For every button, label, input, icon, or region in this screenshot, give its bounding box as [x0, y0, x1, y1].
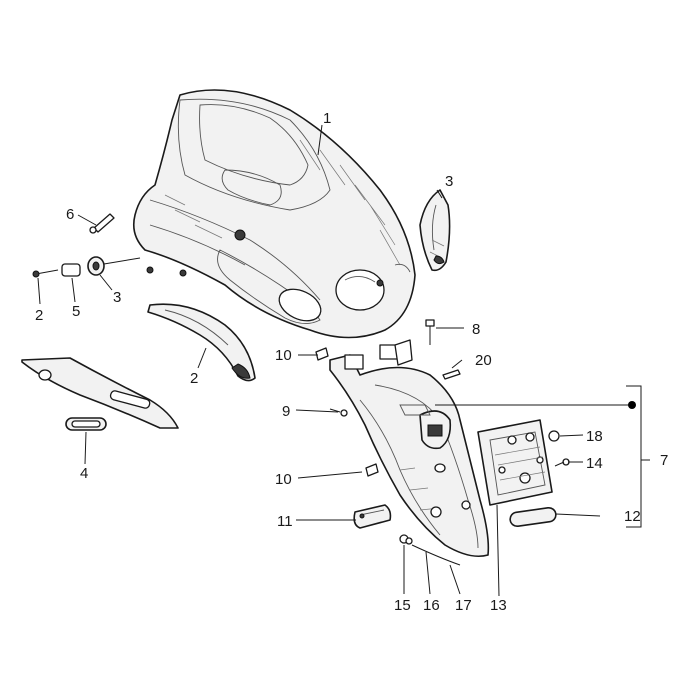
callout-14: 14 — [586, 455, 603, 472]
callout-13: 13 — [490, 597, 507, 614]
callout-6: 6 — [66, 206, 74, 223]
callout-18: 18 — [586, 428, 603, 445]
callout-4: 4 — [80, 465, 88, 482]
callout-20: 20 — [475, 352, 492, 369]
callout-1: 1 — [323, 110, 331, 127]
part-fasteners — [315, 319, 461, 545]
callout-9: 9 — [282, 403, 290, 420]
callout-16: 16 — [423, 597, 440, 614]
callout-8: 8 — [472, 321, 480, 338]
callout-11: 11 — [277, 513, 293, 530]
callout-3-left: 3 — [113, 289, 121, 306]
callout-10-top: 10 — [275, 347, 292, 364]
part-clip — [89, 213, 115, 234]
part-front-fairing — [132, 89, 416, 339]
callout-2-left: 2 — [35, 307, 43, 324]
callout-7: 7 — [660, 452, 668, 469]
callout-15: 15 — [394, 597, 411, 614]
part-lower-trim — [147, 303, 256, 382]
callout-17: 17 — [455, 597, 472, 614]
callout-10-bottom: 10 — [275, 471, 292, 488]
part-trim-strip — [21, 357, 179, 431]
part-light-bulb-screw-lens — [509, 430, 570, 528]
callout-3-right: 3 — [445, 173, 453, 190]
callout-5: 5 — [72, 303, 80, 320]
callout-12: 12 — [624, 508, 641, 525]
part-rear-mudguard — [329, 339, 490, 558]
callout-2-center: 2 — [190, 370, 198, 387]
leader-lines — [37, 124, 650, 597]
callout-labels: 1 3 6 2 5 3 2 4 10 8 20 9 10 11 18 14 7 … — [35, 110, 668, 614]
part-plate-holder — [477, 419, 553, 506]
part-screw-spacer-grommet — [32, 256, 141, 278]
part-side-cover-right — [419, 189, 451, 272]
part-reflector — [353, 504, 392, 529]
